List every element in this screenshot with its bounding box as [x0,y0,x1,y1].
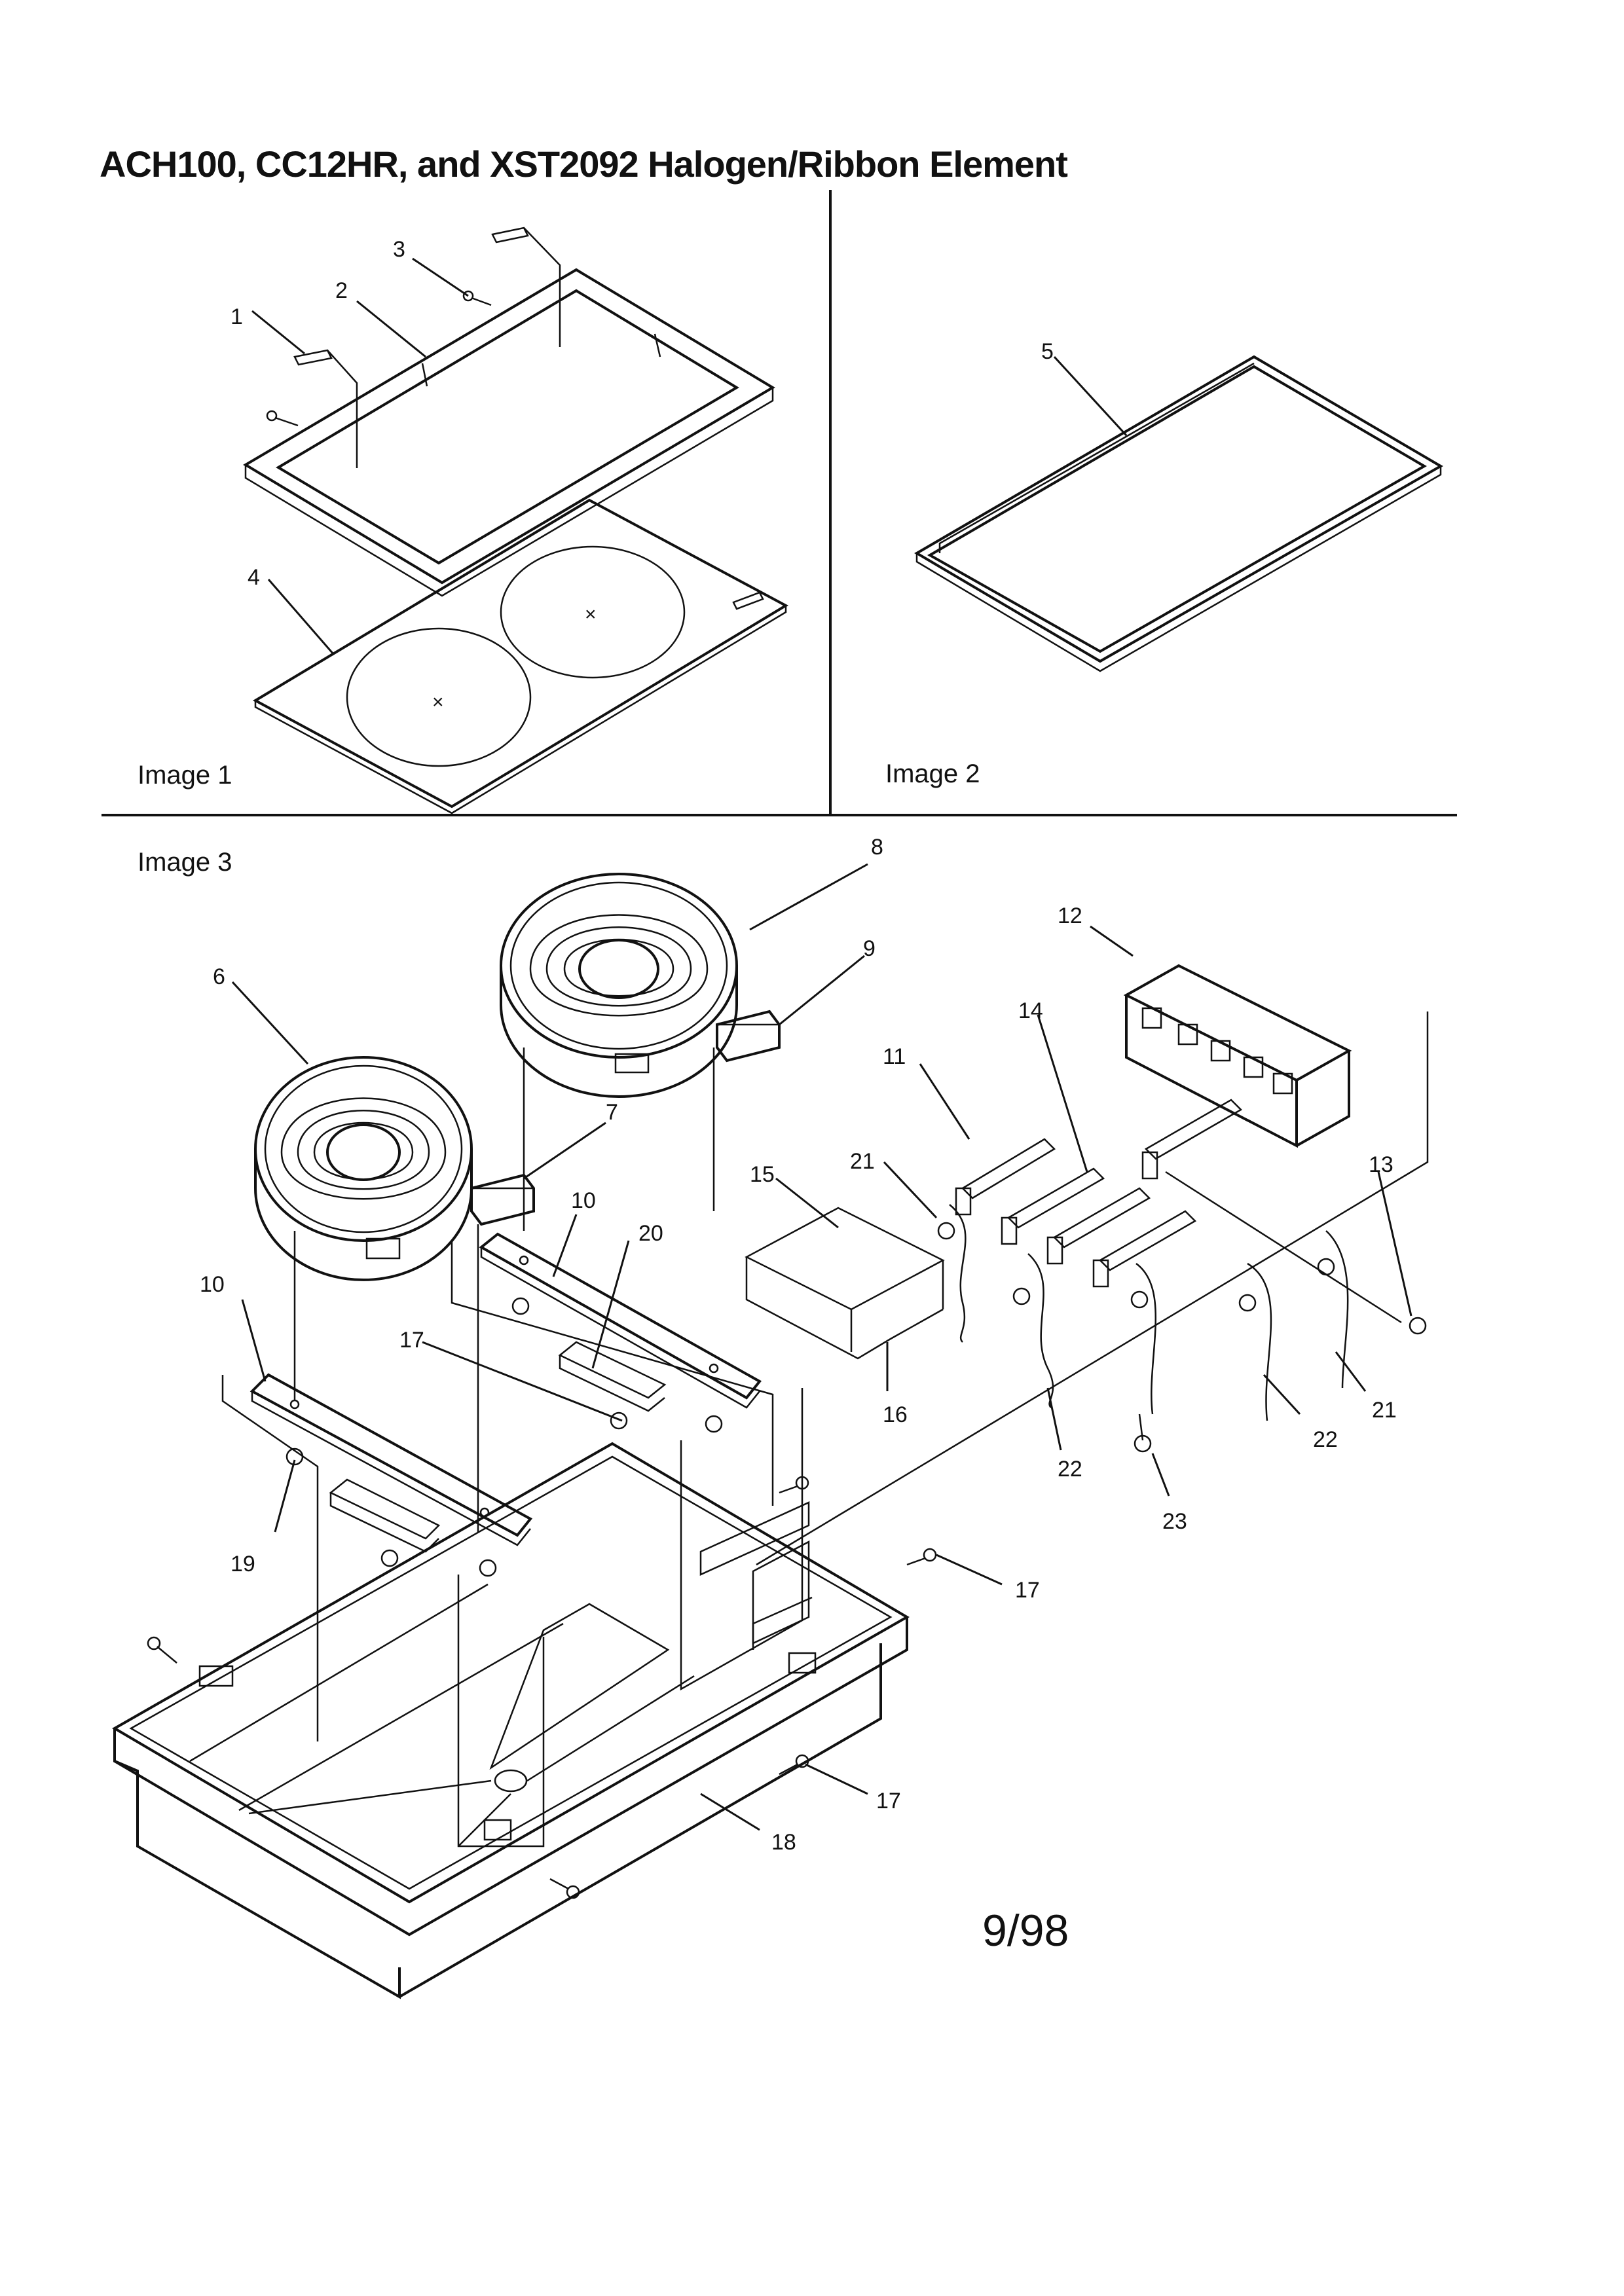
callout-17c: 17 [876,1789,901,1813]
callout-10a: 10 [571,1188,596,1213]
callout-21a: 21 [850,1149,875,1174]
callout-1: 1 [231,304,243,329]
revision-date: 9/98 [982,1906,1069,1956]
svg-text:×: × [432,691,444,713]
trim-frame [243,268,775,597]
bracket-nut [286,1297,723,1577]
terminal-block-guide [756,1011,1429,1566]
callout-12: 12 [1058,903,1082,928]
callout-leaders [231,257,1412,1831]
image1-label: Image 1 [138,761,232,790]
callout-21b: 21 [1372,1398,1397,1423]
element-bracket-right [479,1232,762,1409]
page-title: ACH100, CC12HR, and XST2092 Halogen/Ribb… [100,143,1068,185]
callout-9: 9 [863,936,876,961]
terminal-block [1123,964,1352,1148]
frame-screw-2 [462,290,492,306]
callout-17a: 17 [399,1328,424,1353]
glass-cooktop: × × [252,498,789,814]
frame-clip-right [491,227,561,347]
callout-4: 4 [248,565,260,590]
callout-3: 3 [393,237,405,262]
callout-7: 7 [606,1100,618,1125]
frame-screw-1 [266,410,299,427]
terminal-leads [955,1099,1243,1288]
callout-16: 16 [883,1402,908,1427]
image3-label: Image 3 [138,848,232,877]
element-terminal-block-right [716,1010,781,1063]
frame-clip-left [293,349,358,468]
cooktop-glass-assembly [914,355,1443,672]
callout-22a: 22 [1058,1457,1082,1482]
callout-13: 13 [1369,1152,1393,1177]
callout-20: 20 [638,1221,663,1246]
pan-screws [147,1476,937,1899]
callout-5: 5 [1041,339,1054,364]
callout-8: 8 [871,835,883,860]
bracket-support-clip-left [329,1478,441,1553]
image2-label: Image 2 [885,759,980,788]
heating-element-right [500,873,738,1098]
callout-10b: 10 [200,1272,225,1297]
burner-box-pan [112,1442,910,1999]
callout-11: 11 [883,1044,906,1069]
callout-17b: 17 [1015,1578,1040,1603]
assembly-guide-lines [221,1048,813,1848]
callout-18: 18 [771,1830,796,1855]
callout-6: 6 [213,964,225,989]
terminal-bracket [745,1207,945,1360]
bracket-support-clip-right [558,1341,667,1412]
callout-2: 2 [335,278,348,303]
lead-wires [937,1171,1427,1453]
callout-22b: 22 [1313,1427,1338,1452]
svg-text:×: × [585,604,597,625]
callout-23: 23 [1162,1509,1187,1534]
callout-19: 19 [231,1552,255,1576]
heating-element-left [254,1056,473,1281]
callout-14: 14 [1018,998,1043,1023]
callout-15: 15 [750,1162,775,1187]
callout-numbers: 1 2 3 4 5 6 7 8 9 10 10 11 12 13 14 15 1… [200,237,1397,1855]
